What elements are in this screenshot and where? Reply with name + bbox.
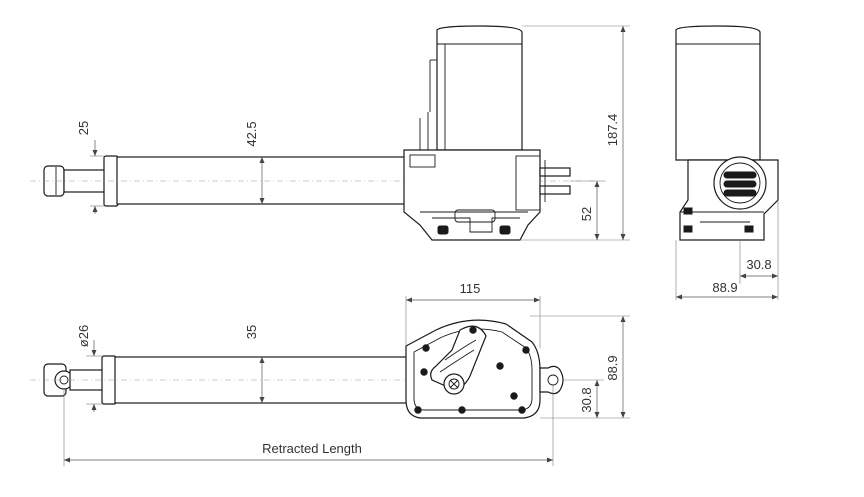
dim-total-height: 187.4 [605, 114, 620, 147]
rear-mount-lower [539, 185, 571, 195]
rear-clevis [539, 365, 564, 395]
motor-housing [436, 25, 523, 151]
dim-bottom-height: 88.9 [605, 355, 620, 380]
top-view [30, 25, 606, 241]
bolt [522, 346, 530, 354]
end-motor-housing [675, 25, 761, 161]
top-view-dimensions: 25 42.5 187.4 52 [76, 25, 630, 241]
bottom-view-dimensions: 115 ø26 35 88.9 30.8 Retracted Leng [63, 281, 630, 466]
dim-bottom-offset: 30.8 [579, 387, 594, 412]
bottom-view [30, 319, 564, 419]
bolt [458, 406, 466, 414]
dim-retracted-length: Retracted Length [262, 441, 362, 456]
bolt [414, 406, 422, 414]
bolt [496, 362, 504, 370]
dim-bottom-tube-dia: 35 [244, 325, 259, 339]
dim-top-rod-dia: 25 [76, 121, 91, 135]
end-slot-upper [723, 171, 757, 179]
bolt [510, 392, 518, 400]
bolt [420, 368, 428, 376]
bolt [422, 344, 430, 352]
dim-mount-offset-top: 52 [579, 207, 594, 221]
dim-bottom-rod-dia: ø26 [76, 325, 91, 347]
dim-gear-width: 115 [460, 281, 481, 296]
end-slot-lower [723, 189, 757, 197]
end-slot-middle [723, 180, 757, 188]
end-view [675, 25, 779, 241]
dim-side-offset: 30.8 [746, 257, 771, 272]
bolt [518, 406, 526, 414]
dim-side-width: 88.9 [712, 280, 737, 295]
rear-mount-upper [539, 167, 571, 177]
gear-box [403, 149, 541, 241]
end-view-dimensions: 30.8 88.9 [675, 200, 779, 300]
dim-top-tube-height: 42.5 [244, 121, 259, 146]
bolt [469, 326, 477, 334]
